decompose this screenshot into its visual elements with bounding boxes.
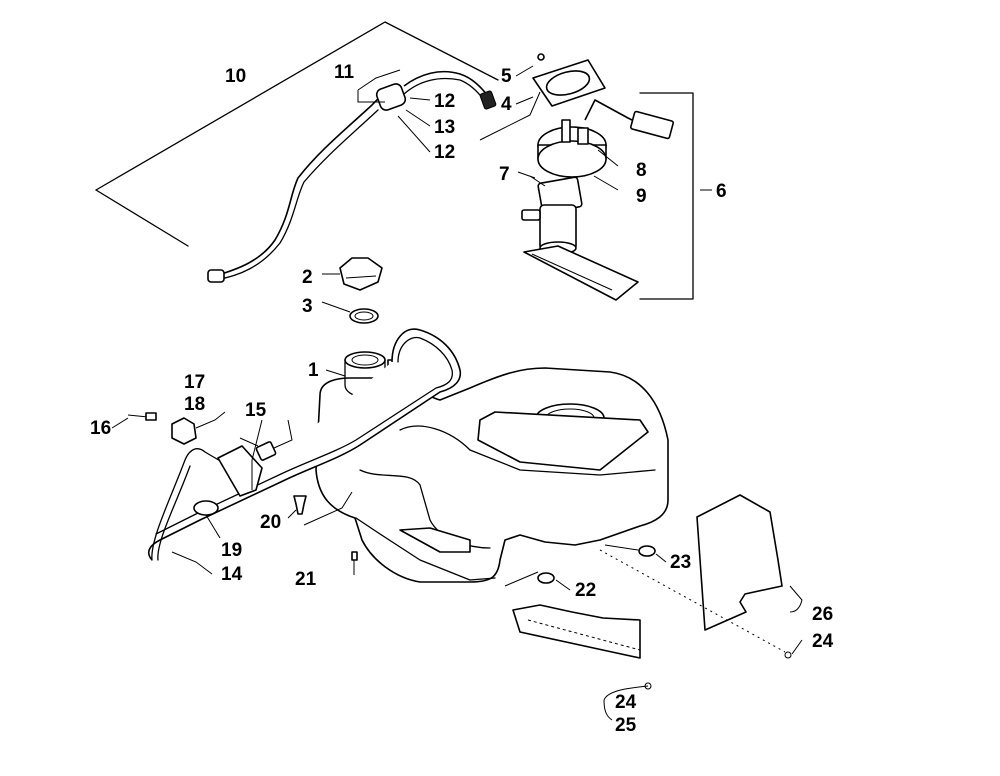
callout-12-top: 12 bbox=[434, 91, 455, 112]
callout-22: 22 bbox=[575, 580, 596, 601]
callout-2: 2 bbox=[302, 267, 313, 288]
callout-7: 7 bbox=[499, 164, 510, 185]
callout-labels: 1 2 3 4 5 6 7 8 9 10 11 12 13 12 14 15 1… bbox=[90, 62, 834, 736]
callout-20: 20 bbox=[260, 512, 281, 533]
callout-13: 13 bbox=[434, 117, 455, 138]
callout-5: 5 bbox=[501, 66, 512, 87]
fuel-pump-assembly bbox=[479, 53, 694, 301]
heat-shield-lower bbox=[512, 604, 652, 690]
callout-10: 10 bbox=[225, 66, 246, 87]
callout-12-bottom: 12 bbox=[434, 142, 455, 163]
vent-hose-assembly bbox=[95, 21, 499, 283]
callout-17: 17 bbox=[184, 372, 205, 393]
callout-26: 26 bbox=[812, 604, 833, 625]
callout-leaders bbox=[111, 65, 803, 721]
vent-line bbox=[148, 328, 462, 561]
callout-23: 23 bbox=[670, 552, 691, 573]
callout-14: 14 bbox=[221, 564, 243, 585]
callout-24-bottom: 24 bbox=[615, 692, 637, 713]
callout-15: 15 bbox=[245, 400, 267, 421]
o-ring bbox=[321, 301, 379, 324]
callout-3: 3 bbox=[302, 296, 313, 317]
callout-9: 9 bbox=[636, 186, 647, 207]
callout-11: 11 bbox=[334, 62, 355, 83]
grommet-and-bolt bbox=[287, 491, 358, 575]
fuel-tank bbox=[315, 351, 669, 583]
callout-21: 21 bbox=[295, 569, 317, 590]
callout-8: 8 bbox=[636, 160, 647, 181]
callout-1: 1 bbox=[308, 360, 319, 381]
callout-24-right: 24 bbox=[812, 631, 834, 652]
small-parts-left bbox=[127, 411, 293, 539]
callout-25: 25 bbox=[615, 715, 637, 736]
fuel-cap bbox=[322, 257, 383, 291]
callout-16: 16 bbox=[90, 418, 111, 439]
callout-4: 4 bbox=[501, 94, 512, 115]
callout-6: 6 bbox=[716, 181, 727, 202]
callout-19: 19 bbox=[221, 540, 242, 561]
heat-shield-right bbox=[599, 494, 792, 659]
callout-18: 18 bbox=[184, 394, 205, 415]
grommets bbox=[504, 544, 667, 591]
